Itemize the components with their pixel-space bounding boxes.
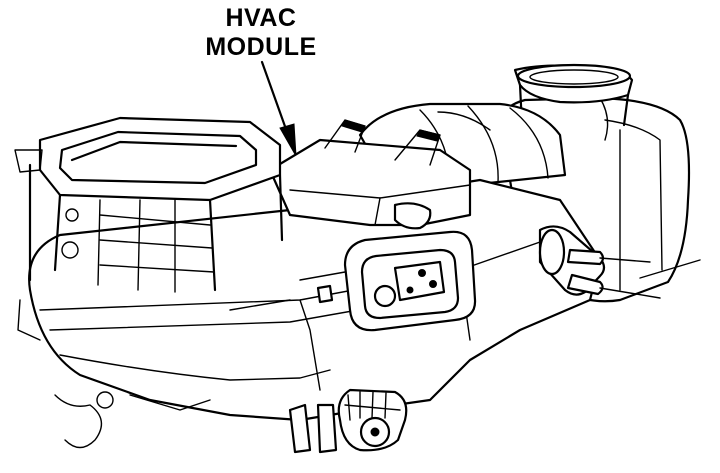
blend-door-actuator (343, 230, 477, 332)
evaporator-cover (268, 119, 472, 230)
heater-outlet-frame (14, 116, 284, 293)
hvac-module-callout-label: HVAC MODULE (196, 4, 326, 62)
callout-line-1: HVAC (225, 4, 297, 32)
wiring-harness (17, 271, 346, 449)
blower-motor-wheel (337, 388, 408, 452)
callout-line-2: MODULE (205, 33, 317, 61)
fresh-air-intake-duct (513, 63, 634, 127)
drain-tube-legs (288, 403, 338, 454)
callout-leader-arrow (260, 60, 297, 157)
heater-core-tubes (538, 225, 701, 299)
